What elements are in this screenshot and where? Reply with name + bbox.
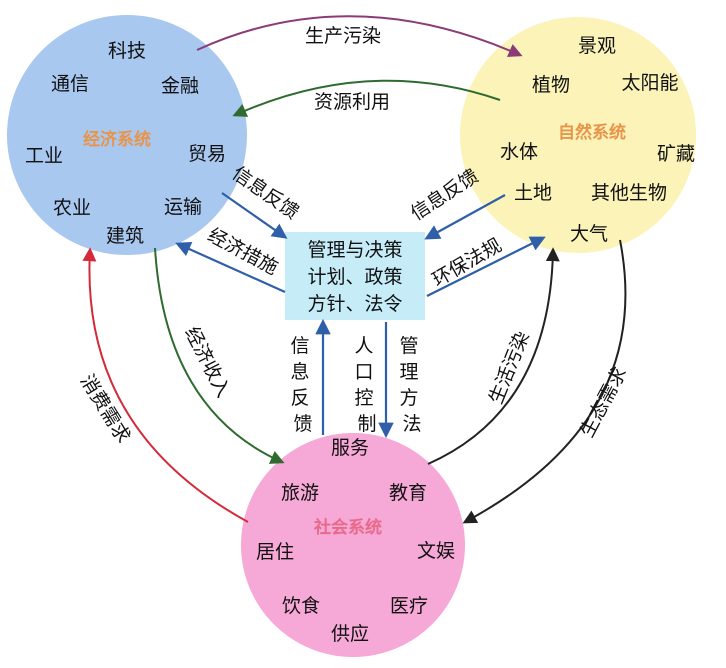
natural-item-minerals: 矿藏 bbox=[657, 143, 695, 165]
economic-income-label: 经济收入 bbox=[180, 323, 234, 401]
management-methods-char: 管 bbox=[399, 335, 418, 357]
natural-item-atmosphere: 大气 bbox=[570, 223, 608, 245]
center-management-box bbox=[285, 232, 425, 320]
natural-item-water: 水体 bbox=[500, 141, 538, 163]
natural-system-title: 自然系统 bbox=[558, 122, 626, 143]
population-control-char: 控 bbox=[354, 387, 373, 409]
economic-measures-label: 经济措施 bbox=[204, 224, 281, 279]
resource-use-arrow bbox=[232, 79, 501, 117]
management-methods-char: 法 bbox=[402, 413, 421, 435]
economic-item-tech: 科技 bbox=[108, 40, 146, 62]
economic-item-transport: 运输 bbox=[164, 196, 202, 218]
ecological-demand-arrow bbox=[462, 239, 627, 524]
economic-item-communication: 通信 bbox=[51, 73, 89, 95]
info-feedback-bottom-label: 信 息 反 馈 bbox=[290, 335, 315, 435]
economic-item-agriculture: 农业 bbox=[53, 197, 91, 219]
population-control-char: 制 bbox=[357, 413, 376, 435]
management-methods-label: 管 理 方 法 bbox=[399, 335, 424, 435]
info-feedback-left-label: 信息反馈 bbox=[228, 162, 303, 224]
economic-system-title: 经济系统 bbox=[83, 129, 151, 150]
economic-system-circle bbox=[7, 15, 247, 255]
living-pollution-label: 生活污染 bbox=[485, 328, 534, 407]
management-methods-char: 方 bbox=[399, 387, 418, 409]
natural-item-landscape: 景观 bbox=[578, 35, 616, 57]
social-item-education: 教育 bbox=[389, 482, 427, 504]
population-control-label: 人 口 控 制 bbox=[354, 335, 379, 435]
population-control-char: 人 bbox=[354, 335, 373, 357]
social-item-supply: 供应 bbox=[331, 623, 369, 645]
social-item-food: 饮食 bbox=[282, 595, 320, 617]
ecological-demand-label: 生态需求 bbox=[576, 363, 631, 440]
social-item-entertainment: 文娱 bbox=[417, 540, 455, 562]
social-system-circle bbox=[241, 433, 465, 657]
management-methods-char: 理 bbox=[399, 361, 418, 383]
info-feedback-bottom-char: 息 bbox=[290, 361, 309, 383]
economic-income-arrow bbox=[154, 247, 285, 464]
economic-measures-arrow bbox=[175, 242, 286, 294]
info-feedback-bottom-char: 反 bbox=[290, 387, 309, 409]
info-feedback-bottom-char: 信 bbox=[290, 335, 309, 357]
economic-item-finance: 金融 bbox=[161, 75, 199, 97]
economic-item-construction: 建筑 bbox=[106, 225, 144, 247]
living-pollution-arrow bbox=[427, 247, 560, 465]
natural-item-land: 土地 bbox=[514, 182, 552, 204]
consumption-demand-arrow bbox=[82, 247, 249, 523]
production-pollution-arrow bbox=[196, 15, 523, 57]
natural-item-solar: 太阳能 bbox=[621, 72, 678, 94]
social-item-tourism: 旅游 bbox=[281, 482, 319, 504]
natural-item-other-life: 其他生物 bbox=[591, 182, 667, 204]
environmental-laws-arrow bbox=[426, 236, 546, 297]
natural-system-circle bbox=[460, 17, 696, 253]
center-line-1: 管理与决策 bbox=[307, 239, 402, 261]
population-control-char: 口 bbox=[354, 361, 373, 383]
social-item-housing: 居住 bbox=[256, 541, 294, 563]
info-feedback-right-arrow bbox=[424, 194, 506, 240]
social-system-title: 社会系统 bbox=[313, 517, 382, 538]
info-feedback-right-label: 信息反馈 bbox=[407, 165, 483, 225]
social-item-medical: 医疗 bbox=[390, 595, 428, 617]
economic-item-trade: 贸易 bbox=[188, 143, 226, 165]
center-line-2: 计划、政策 bbox=[307, 266, 402, 288]
resource-use-label: 资源利用 bbox=[314, 91, 390, 113]
economic-item-industry: 工业 bbox=[25, 145, 63, 167]
production-pollution-label: 生产污染 bbox=[305, 25, 381, 47]
social-item-service: 服务 bbox=[331, 437, 369, 459]
center-line-3: 方针、法令 bbox=[307, 293, 402, 315]
info-feedback-bottom-char: 馈 bbox=[293, 413, 312, 435]
info-feedback-left-arrow bbox=[221, 192, 288, 239]
natural-item-plants: 植物 bbox=[532, 74, 570, 96]
